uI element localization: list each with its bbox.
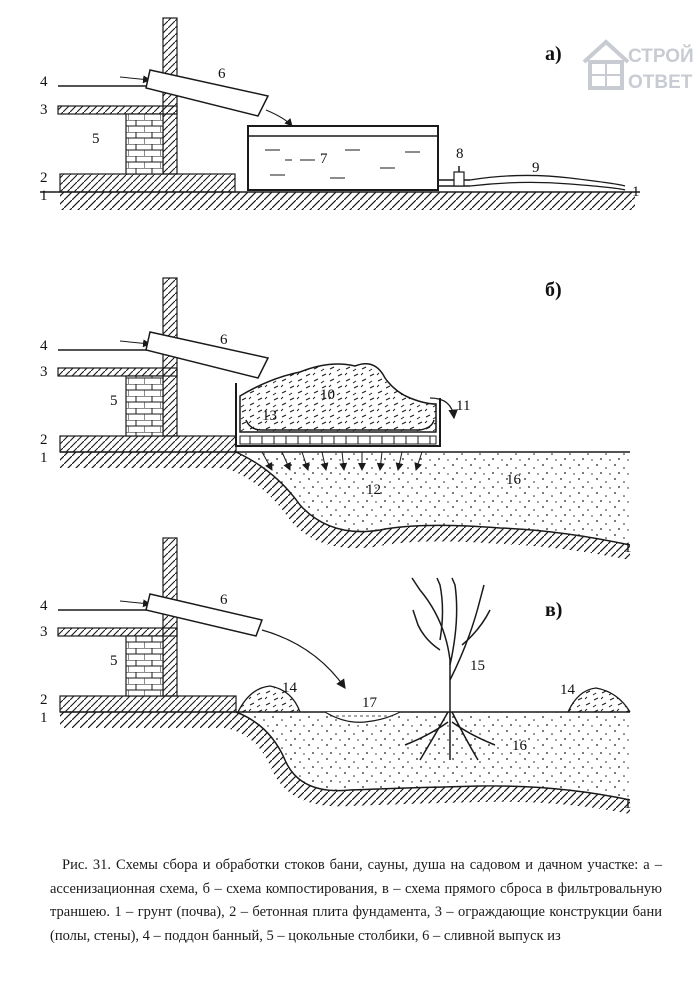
label-5: 5 bbox=[110, 393, 118, 409]
label-5: 5 bbox=[92, 131, 100, 147]
label-4: 4 bbox=[40, 338, 48, 354]
floor bbox=[57, 367, 178, 377]
label-2: 2 bbox=[40, 432, 48, 448]
foundation-slab bbox=[59, 435, 237, 453]
label-14-left: 14 bbox=[282, 680, 298, 696]
label-12: 12 bbox=[366, 482, 381, 498]
label-2: 2 bbox=[40, 170, 48, 186]
wall bbox=[162, 17, 178, 175]
ground-hatch bbox=[60, 192, 635, 210]
label-5: 5 bbox=[110, 653, 118, 669]
compost-box bbox=[235, 383, 441, 447]
label-8: 8 bbox=[456, 146, 464, 162]
panel-c: в) 1 2 3 4 5 6 14 14 15 16 17 1 bbox=[40, 537, 632, 814]
brick-pillar bbox=[125, 375, 164, 437]
mound-right bbox=[567, 687, 631, 713]
floor bbox=[57, 105, 178, 115]
label-15: 15 bbox=[470, 658, 485, 674]
figure-caption: Рис. 31. Схемы сбора и обработки стоков … bbox=[50, 857, 662, 944]
label-1: 1 bbox=[40, 710, 48, 726]
compost-heap bbox=[239, 363, 437, 433]
label-4: 4 bbox=[40, 74, 48, 90]
panel-b: б) 1 2 3 4 5 6 10 11 12 13 16 1 bbox=[40, 277, 632, 560]
label-1: 1 bbox=[40, 188, 48, 204]
watermark-logo: СТРОЙ ОТВЕТ bbox=[582, 39, 694, 93]
panel-letter-v: в) bbox=[545, 599, 562, 621]
label-3: 3 bbox=[40, 102, 48, 118]
label-3: 3 bbox=[40, 624, 48, 640]
label-1-right: 1 bbox=[624, 796, 632, 812]
label-6: 6 bbox=[220, 592, 228, 608]
drain-pipe bbox=[145, 69, 270, 117]
label-17: 17 bbox=[362, 695, 378, 711]
ground-hatch bbox=[60, 712, 630, 814]
floor bbox=[57, 627, 178, 637]
brick-pillar bbox=[125, 635, 164, 697]
ground-hatch bbox=[60, 452, 630, 560]
diagram-figure: СТРОЙ ОТВЕТ bbox=[40, 17, 694, 814]
shrub bbox=[404, 577, 496, 761]
house-icon bbox=[582, 39, 630, 90]
foundation-slab bbox=[59, 695, 237, 713]
infiltration-arrows bbox=[261, 451, 423, 471]
panel-letter-b: б) bbox=[545, 279, 562, 301]
watermark-line2: ОТВЕТ bbox=[628, 72, 693, 93]
valve bbox=[453, 171, 465, 187]
label-16: 16 bbox=[506, 472, 522, 488]
label-1-right: 1 bbox=[624, 540, 632, 556]
label-3: 3 bbox=[40, 364, 48, 380]
brick-pillar bbox=[125, 113, 164, 175]
label-10: 10 bbox=[320, 387, 335, 403]
label-11: 11 bbox=[456, 398, 470, 414]
panel-a: а) 1 2 3 4 5 6 7 8 9 1 bbox=[40, 17, 640, 210]
panel-letter-a: а) bbox=[545, 43, 562, 65]
label-4: 4 bbox=[40, 598, 48, 614]
label-16: 16 bbox=[512, 738, 528, 754]
watermark-line1: СТРОЙ bbox=[628, 45, 694, 67]
label-1: 1 bbox=[40, 450, 48, 466]
drain-pipe bbox=[145, 331, 270, 379]
label-1-right: 1 bbox=[632, 184, 640, 200]
mound-left bbox=[237, 685, 301, 713]
foundation-slab bbox=[59, 173, 236, 193]
label-13: 13 bbox=[262, 408, 277, 424]
drain-pipe bbox=[145, 593, 264, 637]
label-9: 9 bbox=[532, 160, 540, 176]
label-6: 6 bbox=[220, 332, 228, 348]
hose bbox=[469, 174, 626, 187]
label-7: 7 bbox=[320, 151, 328, 167]
label-14-right: 14 bbox=[560, 682, 576, 698]
label-6: 6 bbox=[218, 66, 226, 82]
label-2: 2 bbox=[40, 692, 48, 708]
